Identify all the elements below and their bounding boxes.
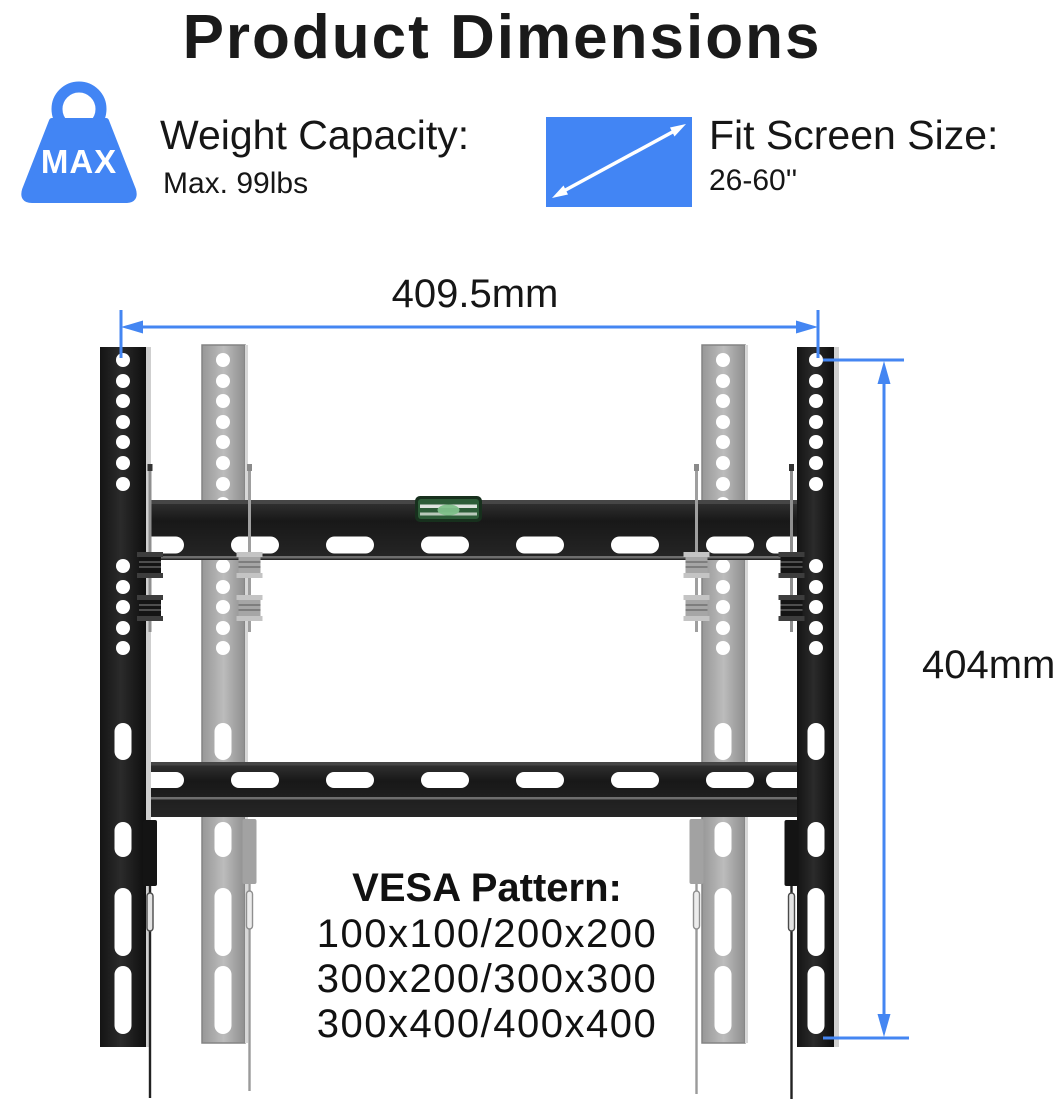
height-dimension-label: 404mm — [922, 643, 1056, 687]
vesa-pattern-line-2: 300x200/300x300 — [316, 957, 658, 1001]
mounting-screws — [137, 464, 805, 632]
width-dimension-line — [119, 310, 820, 358]
weight-capacity-label: Weight Capacity: — [160, 112, 470, 158]
cord-right-gray — [689, 819, 704, 1094]
cord-left-gray — [242, 819, 257, 1091]
dimension-annotations — [119, 310, 909, 1040]
gray-bracket-left — [201, 344, 248, 1044]
screw-right-black — [778, 464, 805, 632]
lower-rail — [136, 762, 810, 817]
max-weight-icon — [21, 81, 137, 203]
bubble-level — [415, 496, 482, 522]
cord-right-black — [784, 820, 799, 1099]
fit-screen-size-label: Fit Screen Size: — [709, 112, 999, 158]
weight-capacity-value: Max. 99lbs — [163, 167, 309, 200]
screw-left-black — [137, 464, 163, 632]
fit-screen-size-value: 26-60'' — [709, 164, 798, 197]
height-dimension-line — [823, 358, 909, 1040]
cord-left-black — [143, 820, 157, 1098]
vesa-pattern-line-1: 100x100/200x200 — [316, 912, 658, 956]
black-bracket-right — [797, 347, 839, 1047]
max-badge-label: MAX — [40, 143, 118, 180]
width-dimension-label: 409.5mm — [391, 272, 559, 316]
black-bracket-left — [100, 347, 151, 1047]
pull-cords — [143, 819, 799, 1099]
gray-bracket-right — [701, 344, 748, 1044]
screw-right-gray — [683, 464, 710, 632]
screen-diagonal-icon — [546, 117, 692, 207]
page-title: Product Dimensions — [182, 3, 822, 72]
vesa-pattern-heading: VESA Pattern: — [352, 866, 622, 910]
screw-left-gray — [236, 464, 263, 632]
vesa-pattern-line-3: 300x400/400x400 — [316, 1002, 658, 1046]
tv-mount-diagram — [100, 344, 839, 1099]
